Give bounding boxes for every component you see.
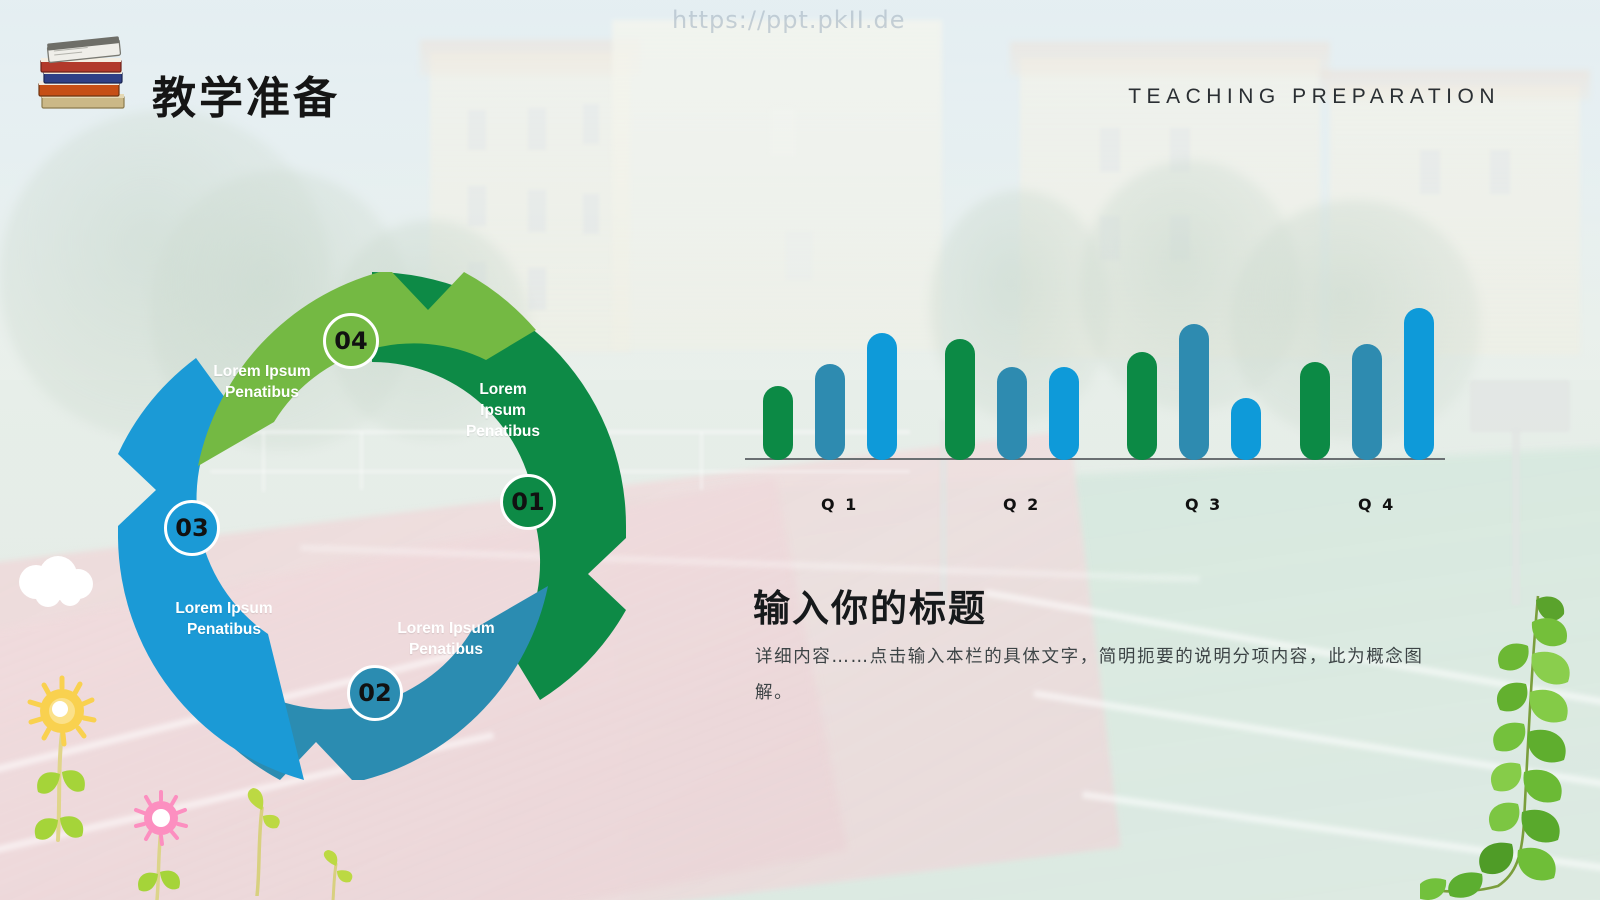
donut-segment-02	[208, 586, 548, 780]
yellow-flower-icon	[18, 672, 106, 842]
chart-bar	[763, 385, 793, 460]
ivy-vine-icon	[1416, 592, 1600, 900]
page-title: 教学准备	[152, 73, 340, 124]
chart-bar	[997, 367, 1027, 460]
chart-category-label: Q 4	[1358, 495, 1396, 514]
donut-segment-01	[372, 272, 626, 700]
chart-bar	[1049, 367, 1079, 460]
basketball-pole	[1512, 430, 1520, 605]
chart-bar	[1404, 308, 1434, 460]
cloud-icon	[12, 556, 104, 608]
donut-badge-02[interactable]: 02	[347, 665, 403, 721]
court-fence	[700, 432, 703, 490]
bar-chart: Q 1 Q 2 Q 3 Q 4	[745, 290, 1455, 530]
content-heading: 输入你的标题	[753, 587, 987, 630]
site-watermark: https://ppt.pkII.de	[672, 6, 906, 34]
cycle-donut-diagram: Lorem Ipsum Penatibus Lorem Ipsum Penati…	[108, 262, 636, 790]
sprout-icon	[318, 850, 358, 900]
chart-bar	[945, 339, 975, 460]
chart-bar	[867, 332, 897, 460]
chart-bar	[1179, 323, 1209, 460]
donut-segment-03	[118, 358, 304, 780]
chart-bar	[815, 363, 845, 460]
court-fence	[360, 432, 363, 490]
chart-baseline	[745, 458, 1445, 460]
donut-segment-04	[198, 272, 536, 466]
basketball-pole	[940, 420, 947, 605]
court-fence	[262, 432, 265, 492]
stacked-books-icon	[28, 36, 136, 116]
chart-category-label: Q 1	[821, 495, 859, 514]
chart-bar	[1300, 362, 1330, 460]
pink-flower-icon	[126, 788, 196, 900]
chart-bar	[1231, 398, 1261, 460]
content-paragraph: 详细内容……点击输入本栏的具体文字，简明扼要的说明分项内容，此为概念图解。	[755, 647, 1424, 703]
chart-category-label: Q 2	[1003, 495, 1041, 514]
donut-badge-04[interactable]: 04	[323, 313, 379, 369]
page-title-english: TEACHING PREPARATION	[1128, 85, 1500, 108]
donut-badge-03[interactable]: 03	[164, 500, 220, 556]
sprout-icon	[240, 786, 286, 898]
chart-bar	[1352, 343, 1382, 460]
chart-bar	[1127, 351, 1157, 460]
chart-category-label: Q 3	[1185, 495, 1223, 514]
donut-badge-01[interactable]: 01	[500, 474, 556, 530]
basketball-backboard	[1470, 380, 1570, 432]
